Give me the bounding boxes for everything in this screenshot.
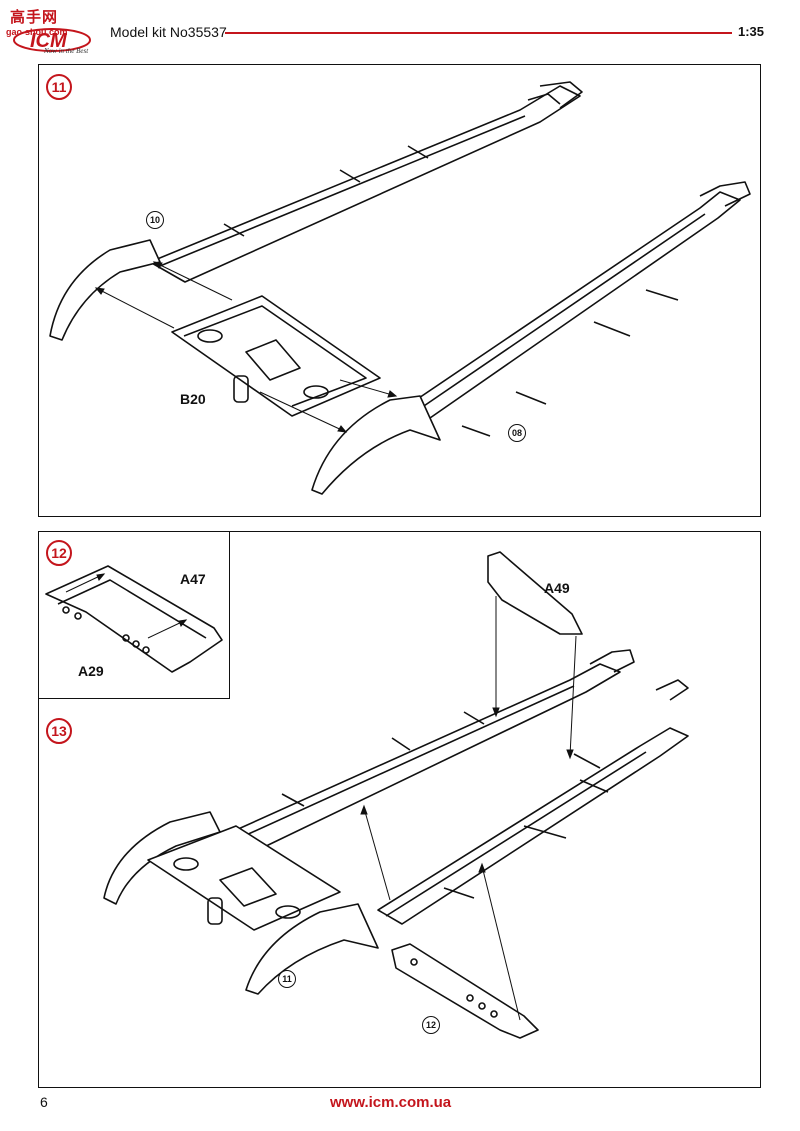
step-13-panel [38, 531, 761, 1088]
ref-step-11: 11 [278, 970, 296, 988]
footer-url-link[interactable]: www.icm.com.ua [330, 1094, 452, 1111]
part-label-a29: A29 [78, 663, 104, 679]
step-12-panel [38, 531, 230, 699]
ref-step-12: 12 [422, 1016, 440, 1034]
scale-label: 1:35 [738, 24, 765, 39]
icm-logo: ICM [6, 6, 98, 58]
step-13-badge: 13 [46, 718, 72, 744]
logo-site-text: gao-shou.com [6, 27, 68, 37]
ref-step-10: 10 [146, 211, 164, 229]
part-label-a49: A49 [544, 580, 570, 596]
step-11-badge: 11 [46, 74, 72, 100]
icm-logo-icon: ICM [13, 28, 91, 52]
part-label-b20: B20 [180, 391, 206, 407]
logo-tagline: Now in the Best [44, 47, 89, 55]
step-11-panel [38, 64, 761, 517]
ref-step-08: 08 [508, 424, 526, 442]
header-rule [225, 32, 732, 34]
logo-chinese-text: 高手网 [10, 8, 59, 26]
kit-title: Model kit No35537 [110, 24, 227, 40]
page-number: 6 [40, 1094, 48, 1110]
part-label-a47: A47 [180, 571, 206, 587]
step-12-badge: 12 [46, 540, 72, 566]
logo-text: ICM [30, 30, 68, 52]
